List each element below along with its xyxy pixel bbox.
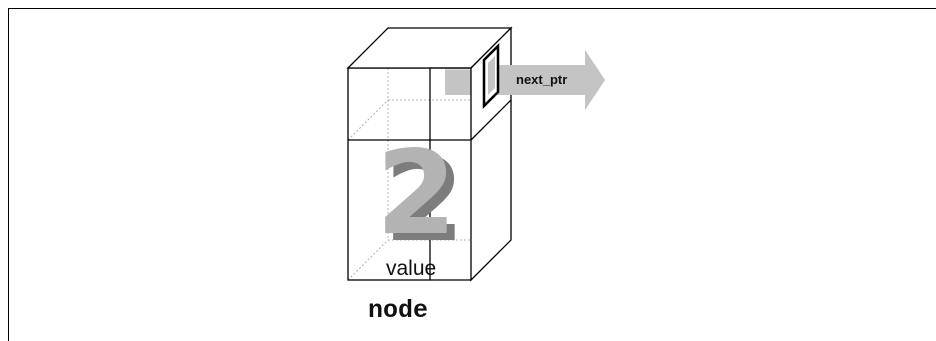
- node-label: node: [368, 296, 428, 325]
- value-digit-icon: 2 2: [376, 126, 465, 268]
- frame-top-border: [8, 8, 936, 9]
- arrow-exit-segment: [487, 50, 605, 110]
- pointer-slot-inner: [488, 56, 495, 95]
- value-label: value: [386, 257, 436, 280]
- digit-shadow: 2: [384, 133, 465, 268]
- next-ptr-label: next_ptr: [516, 72, 567, 87]
- frame-left-border: [8, 8, 9, 341]
- digit-face: 2: [376, 126, 457, 261]
